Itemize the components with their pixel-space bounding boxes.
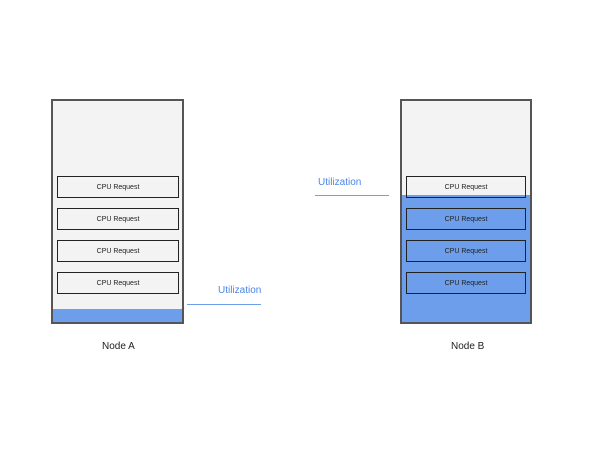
node-a-cpu-request-2: CPU Request <box>57 208 179 230</box>
node-a-cpu-request-3: CPU Request <box>57 240 179 262</box>
node-b-cpu-request-3: CPU Request <box>406 240 526 262</box>
node-a-utilization-fill <box>53 309 182 322</box>
node-b-label: Node B <box>451 341 485 352</box>
node-a-utilization-label: Utilization <box>218 285 262 296</box>
node-b-cpu-request-2: CPU Request <box>406 208 526 230</box>
node-b-box: CPU Request CPU Request CPU Request CPU … <box>400 99 532 324</box>
node-b-cpu-request-1: CPU Request <box>406 176 526 198</box>
node-a-box: CPU Request CPU Request CPU Request CPU … <box>51 99 184 324</box>
node-b-utilization-fill <box>402 195 530 322</box>
node-a-cpu-request-4: CPU Request <box>57 272 179 294</box>
node-b-utilization-line <box>315 195 389 196</box>
node-b-utilization-label: Utilization <box>318 177 362 188</box>
node-b-cpu-request-4: CPU Request <box>406 272 526 294</box>
node-a-cpu-request-1: CPU Request <box>57 176 179 198</box>
node-a-label: Node A <box>102 341 135 352</box>
node-a-utilization-line <box>187 304 261 305</box>
